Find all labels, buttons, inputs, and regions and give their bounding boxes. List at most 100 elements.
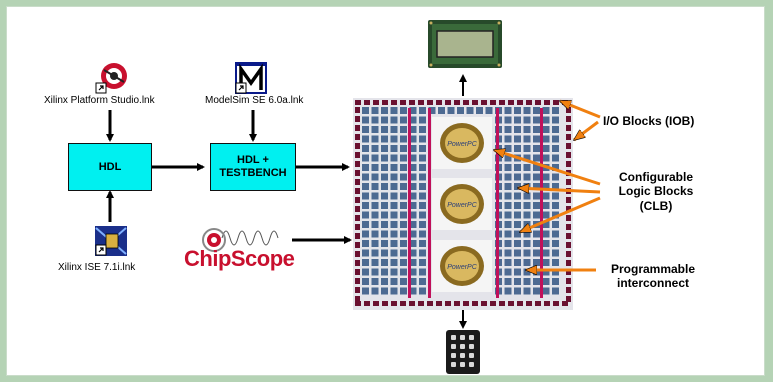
clb-cell	[409, 183, 417, 190]
clb-cell	[419, 116, 426, 124]
clb-cell	[362, 202, 369, 209]
clb-cell	[362, 287, 369, 295]
iob-cell	[355, 287, 360, 293]
iob-cell	[481, 301, 487, 306]
clb-cell	[504, 240, 512, 247]
iob-cell	[355, 188, 360, 194]
iob-cell	[355, 125, 360, 131]
iob-cell	[355, 301, 361, 306]
clb-cell	[400, 211, 407, 219]
iob-cell	[355, 197, 360, 203]
callout-arrow-clb-1	[494, 150, 601, 186]
clb-cell	[381, 107, 388, 114]
clb-cell	[514, 240, 521, 247]
clb-cell	[400, 192, 407, 200]
clb-cell	[514, 211, 521, 219]
clb-cell	[552, 126, 559, 133]
clb-cell	[419, 173, 426, 181]
iob-cell	[499, 100, 505, 105]
clb-cell	[381, 164, 388, 171]
clb-cell	[514, 192, 521, 200]
clb-cell	[390, 240, 398, 247]
iob-cell	[409, 301, 415, 306]
clb-cell	[523, 107, 531, 114]
iob-cell	[463, 100, 469, 105]
clb-cell	[504, 145, 512, 152]
clb-cell	[390, 154, 398, 162]
clb-cell	[504, 164, 512, 171]
clb-cell	[371, 164, 379, 171]
clb-cell	[419, 145, 426, 152]
clb-cell	[390, 230, 398, 238]
clb-cell	[400, 164, 407, 171]
clb-cell	[523, 230, 531, 238]
clb-cell	[362, 145, 369, 152]
modelsim-icon[interactable]	[235, 62, 267, 94]
ise-label: Xilinx ISE 7.1i.lnk	[58, 262, 136, 273]
clb-cell	[542, 154, 550, 162]
xps-label: Xilinx Platform Studio.lnk	[44, 95, 155, 106]
clb-cell	[542, 249, 550, 257]
iob-cell	[566, 125, 571, 131]
iob-cell	[566, 179, 571, 185]
clb-cell	[400, 268, 407, 276]
clb-cell	[409, 287, 417, 295]
xilinx-ise-icon[interactable]	[95, 226, 127, 256]
iob-cell	[427, 301, 433, 306]
clb-cell	[419, 192, 426, 200]
xilinx-platform-studio-icon[interactable]	[95, 62, 128, 94]
iob-cell	[562, 301, 568, 306]
iob-cell	[364, 301, 370, 306]
clb-cell	[381, 135, 388, 143]
clb-cell	[523, 154, 531, 162]
clb-cell	[400, 173, 407, 181]
iob-cell	[553, 100, 559, 105]
clb-cell	[390, 249, 398, 257]
clb-cell	[381, 287, 388, 295]
clb-cell	[523, 192, 531, 200]
clb-cell	[409, 211, 417, 219]
clb-cell	[552, 278, 559, 285]
clb-cell	[409, 173, 417, 181]
clb-cell	[504, 126, 512, 133]
clb-cell	[552, 249, 559, 257]
callout-arrow-iob-1	[560, 99, 601, 119]
hdl-box-label: HDL	[98, 160, 122, 173]
clb-cell	[419, 259, 426, 266]
iob-cell	[526, 301, 532, 306]
clb-cell	[390, 164, 398, 171]
interconnect-line	[540, 108, 543, 298]
clb-cell	[400, 107, 407, 114]
clb-cell	[400, 278, 407, 285]
clb-cell	[362, 126, 369, 133]
clb-cell	[381, 145, 388, 152]
clb-cell	[419, 211, 426, 219]
fpga-interconnect-lines	[408, 108, 543, 298]
clb-cell	[514, 202, 521, 209]
iob-cell	[517, 100, 523, 105]
clb-cell	[371, 107, 379, 114]
clb-cell	[504, 183, 512, 190]
clb-cell	[371, 183, 379, 190]
clb-cell	[533, 211, 540, 219]
clb-cell	[514, 230, 521, 238]
fpga-io-ring	[355, 100, 571, 306]
clb-cell	[371, 126, 379, 133]
clb-cell	[371, 211, 379, 219]
clb-cell	[523, 126, 531, 133]
clb-cell	[514, 126, 521, 133]
iob-cell	[544, 100, 550, 105]
iob-cell	[355, 152, 360, 158]
clb-cell	[552, 202, 559, 209]
clb-cell	[533, 192, 540, 200]
iob-cell	[566, 287, 571, 293]
clb-cell	[371, 278, 379, 285]
clb-cell	[381, 154, 388, 162]
clb-cell	[390, 173, 398, 181]
iob-cell	[472, 301, 478, 306]
clb-cell	[409, 202, 417, 209]
clb-cell	[533, 126, 540, 133]
iob-cell	[566, 215, 571, 221]
clb-cell	[514, 221, 521, 228]
